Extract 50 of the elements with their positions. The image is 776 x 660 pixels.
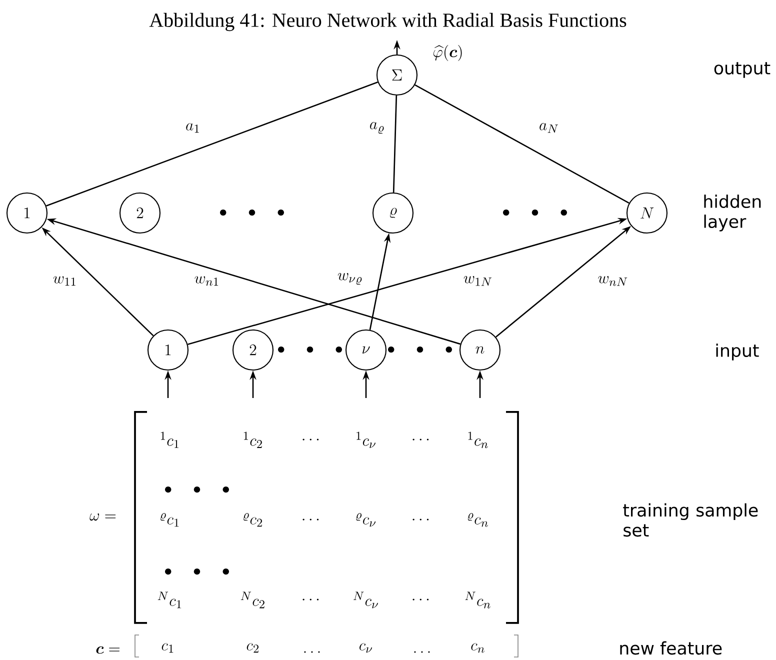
matrix-entry: ${}^{\varrho}c_{1}$ [160, 513, 179, 527]
connection-line [414, 84, 630, 204]
edge-label: $w_{11}$ [53, 276, 76, 286]
edge-label: $a_{\varrho}$ [370, 122, 384, 134]
matrix-entry: $\ldots$ [304, 651, 320, 653]
edge-label: $w_{nN}$ [598, 276, 628, 286]
title: Abbildung 41: Neuro Network with Radial Basis Functions [149, 12, 626, 32]
matrix-entry: ${}^{N}c_{1}$ [158, 592, 182, 608]
ellipsis: $\bullet\quad\bullet\quad\bullet$ [278, 346, 342, 353]
matrix-entry: $\cdots$ [302, 598, 319, 600]
matrix-entry: $c_{n}$ [471, 643, 484, 653]
side-label: hidden layer [704, 194, 761, 232]
matrix-entry: $\cdots$ [412, 598, 429, 600]
matrix-entry: $\omega =$ [90, 513, 116, 521]
matrix-entry: $c_{\nu}$ [360, 643, 372, 653]
ellipsis: $\bullet\quad\bullet\quad\bullet$ [165, 568, 229, 575]
matrix-entry: ${}^{1}c_{n}$ [468, 432, 488, 448]
matrix-entry: $\boldsymbol{c} =$ [96, 646, 120, 654]
matrix-entry: ${}^{1}c_{1}$ [160, 432, 179, 448]
ellipsis: $\bullet\quad\bullet\quad\bullet$ [503, 209, 567, 216]
edge-label: $a_{1}$ [186, 123, 199, 133]
edge-label: $a_{N}$ [540, 123, 558, 133]
matrix-entry: ${}^{1}c_{\nu}$ [356, 432, 376, 448]
matrix-entry: $\cdots$ [412, 518, 429, 520]
matrix-entry: $\cdots$ [302, 438, 319, 440]
matrix-entry: $c_{1}$ [162, 643, 174, 653]
side-label: new feature [620, 641, 722, 655]
ellipsis: $\bullet\quad\bullet\quad\bullet$ [165, 486, 229, 493]
edge-label: $w_{1N}$ [464, 276, 492, 286]
matrix-entry: $\cdots$ [412, 438, 429, 440]
edge-label: $w_{n1}$ [194, 276, 218, 286]
ellipsis: $\bullet\quad\bullet\quad\bullet$ [220, 209, 284, 216]
edge-label: $w_{\nu\varrho}$ [338, 273, 362, 285]
matrix-entry: ${}^{N}c_{n}$ [465, 592, 490, 608]
matrix-entry: $c_{2}$ [246, 643, 258, 653]
matrix-entry: ${}^{\varrho}c_{n}$ [468, 513, 488, 527]
matrix-entry: ${}^{\varrho}c_{\nu}$ [356, 513, 376, 527]
connection-line [392, 96, 398, 192]
connection-line [46, 82, 378, 206]
matrix-entry: ${}^{N}c_{\nu}$ [353, 592, 378, 608]
side-label: training sample set [623, 503, 758, 537]
ellipsis: $\bullet\quad\bullet\quad\bullet$ [388, 346, 452, 353]
side-label: output [714, 62, 770, 78]
matrix-entry: ${}^{N}c_{2}$ [240, 592, 264, 608]
side-label: input [716, 344, 759, 360]
edge-label: $\widehat{\varphi}(\boldsymbol{c})$ [433, 45, 462, 62]
matrix-entry: $\ldots$ [414, 651, 430, 653]
matrix-entry: $\cdots$ [302, 518, 319, 520]
matrix-entry: ${}^{1}c_{2}$ [244, 432, 262, 448]
matrix-entry: ${}^{\varrho}c_{2}$ [244, 513, 262, 527]
